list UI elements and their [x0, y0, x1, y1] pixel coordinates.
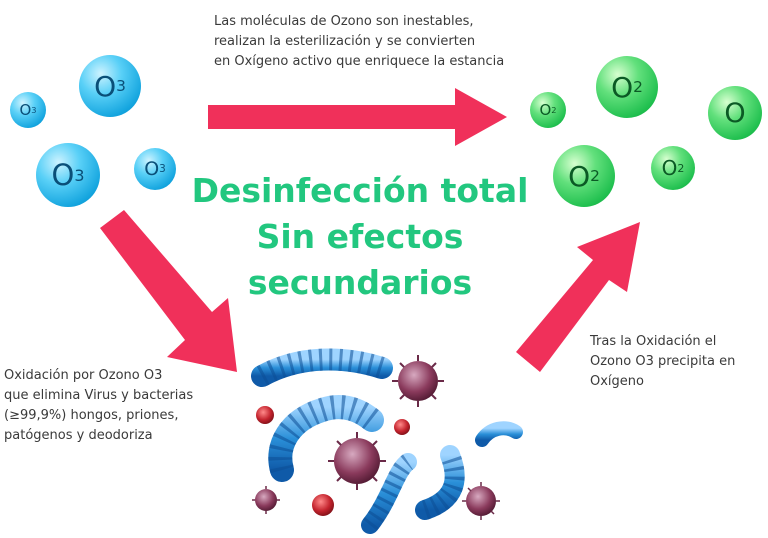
molecule-subscript: 2: [677, 161, 685, 175]
spore: [256, 406, 274, 424]
molecule-subscript: 3: [159, 163, 166, 175]
molecule-subscript: 2: [590, 167, 600, 185]
top-description: Las moléculas de Ozono son inestables, r…: [214, 14, 505, 69]
molecule-subscript: 3: [116, 77, 126, 95]
oxygen-molecule: O: [708, 86, 762, 140]
arrow-up-right: [516, 222, 640, 372]
spore: [312, 494, 334, 516]
molecule-symbol: O: [19, 101, 32, 119]
arrow-down-right: [100, 210, 237, 372]
bacterium-bands: [421, 451, 465, 520]
spore: [394, 419, 410, 435]
left-description: Oxidación por Ozono O3 que elimina Virus…: [4, 368, 194, 443]
molecule-subscript: 2: [551, 105, 557, 115]
molecule-symbol: O: [568, 159, 591, 193]
headline: Desinfección total Sin efectos secundari…: [190, 168, 530, 306]
bacterium: [361, 453, 417, 534]
virus: [392, 355, 444, 407]
bacterium: [415, 445, 465, 520]
virus: [462, 482, 500, 520]
molecule-subscript: 3: [31, 105, 37, 115]
bacterium-bands: [256, 348, 386, 386]
right-description: Tras la Oxidación el Ozono O3 precipita …: [590, 334, 736, 389]
molecule-symbol: O: [144, 158, 160, 180]
bacterium-bands: [268, 395, 380, 474]
molecule-symbol: O: [611, 70, 634, 104]
molecule-symbol: O: [539, 101, 552, 119]
molecule-symbol: O: [724, 97, 746, 129]
molecule-symbol: O: [661, 156, 678, 180]
headline-line-2: Sin efectos: [256, 217, 464, 256]
virus: [252, 486, 280, 514]
molecule-symbol: O: [94, 69, 117, 103]
bacterium: [475, 421, 523, 447]
molecule-symbol: O: [51, 158, 75, 192]
virus: [328, 432, 386, 490]
molecule-subscript: 3: [74, 165, 85, 185]
headline-line-1: Desinfección total: [191, 171, 529, 210]
arrow-top-right: [208, 88, 507, 146]
headline-line-3: secundarios: [247, 263, 473, 302]
molecule-subscript: 2: [633, 78, 643, 96]
